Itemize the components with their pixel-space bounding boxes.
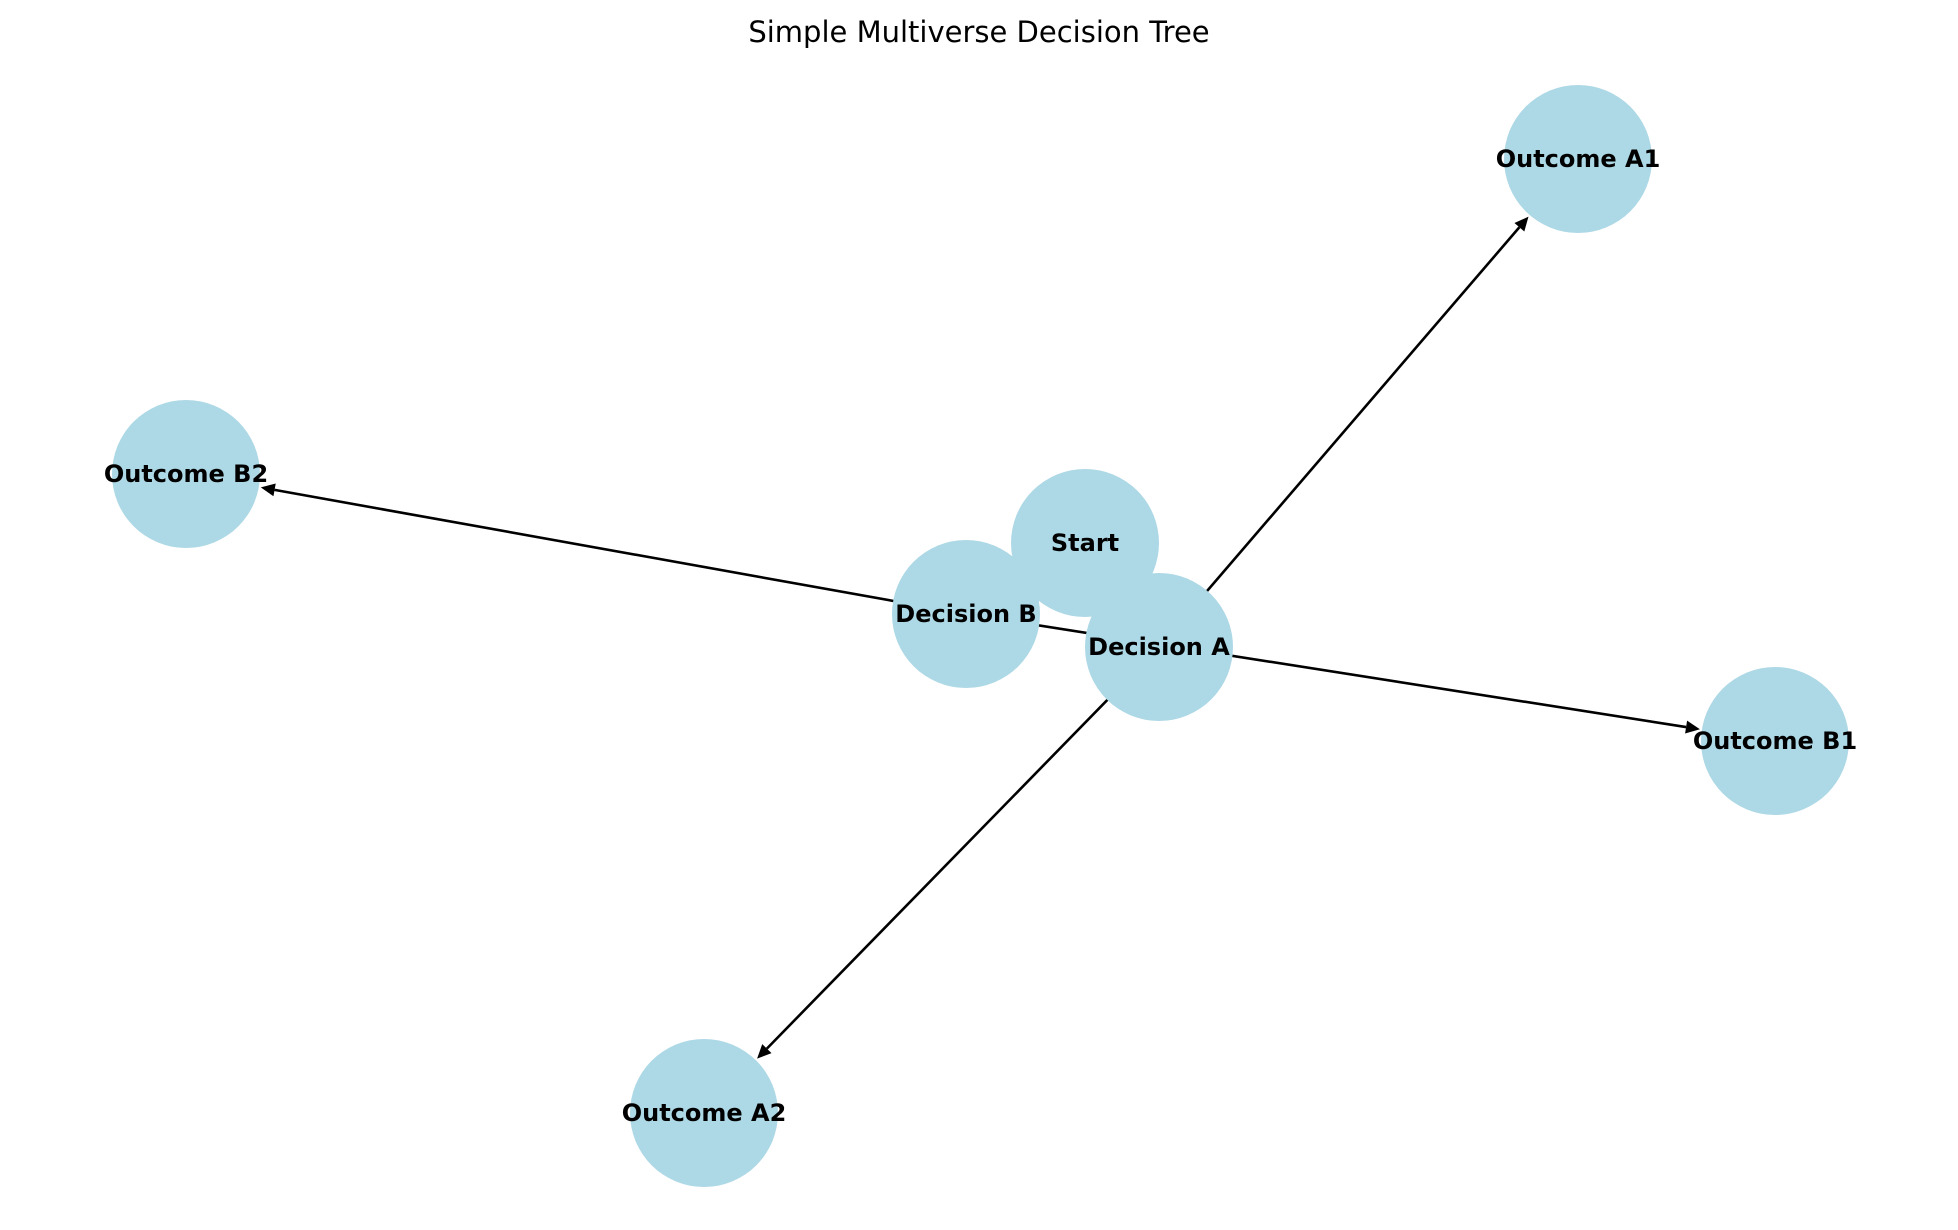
edge-decision_a-to-outcome_a2 — [757, 646, 1160, 1059]
node-outcome-a1 — [1504, 85, 1652, 233]
node-label-decision-a: Decision A — [1088, 633, 1230, 661]
edge-line — [965, 612, 1687, 729]
edge-line — [1158, 226, 1521, 648]
node-decision-a — [1085, 573, 1233, 721]
node-outcome-b1 — [1701, 667, 1849, 815]
node-label-outcome-a2: Outcome A2 — [622, 1099, 787, 1127]
node-start — [1011, 469, 1159, 617]
node-outcome-b2 — [112, 400, 260, 548]
arrowhead-icon — [260, 483, 276, 497]
edge-line — [274, 488, 967, 616]
edge-decision_b-to-outcome_b2 — [260, 483, 967, 616]
node-label-outcome-b2: Outcome B2 — [104, 460, 268, 488]
node-decision-b — [892, 540, 1040, 688]
node-label-outcome-b1: Outcome B1 — [1693, 727, 1857, 755]
edge-decision_a-to-outcome_a1 — [1158, 216, 1529, 648]
diagram-title: Simple Multiverse Decision Tree — [748, 15, 1209, 49]
arrowhead-icon — [757, 1044, 772, 1059]
edge-decision_b-to-outcome_b1 — [965, 612, 1700, 734]
node-label-outcome-a1: Outcome A1 — [1496, 145, 1661, 173]
edges-layer — [260, 216, 1700, 1059]
nodes-layer: Outcome A1 Outcome A2 Outcome B1 Outcome B2… — [104, 85, 1857, 1187]
node-outcome-a2 — [630, 1039, 778, 1187]
node-label-start: Start — [1051, 529, 1119, 557]
node-label-decision-b: Decision B — [895, 600, 1036, 628]
edge-line — [765, 646, 1160, 1050]
arrowhead-icon — [1514, 216, 1529, 232]
arrowhead-icon — [1685, 720, 1700, 734]
